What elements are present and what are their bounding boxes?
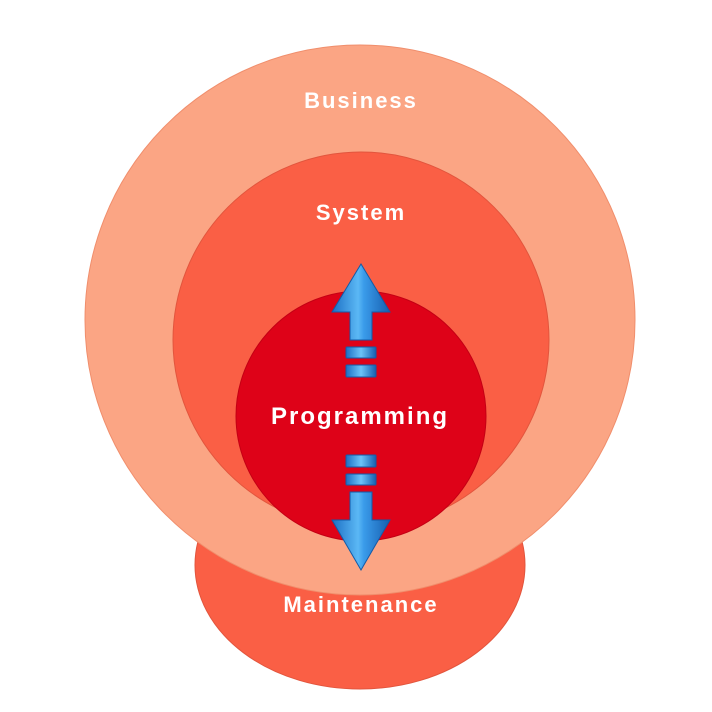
system-label: System — [316, 200, 406, 225]
maintenance-label: Maintenance — [283, 592, 438, 617]
programming-label: Programming — [271, 403, 449, 430]
arrow-down-icon — [331, 454, 391, 571]
arrow-up-icon — [331, 263, 391, 378]
business-label: Business — [304, 88, 418, 113]
